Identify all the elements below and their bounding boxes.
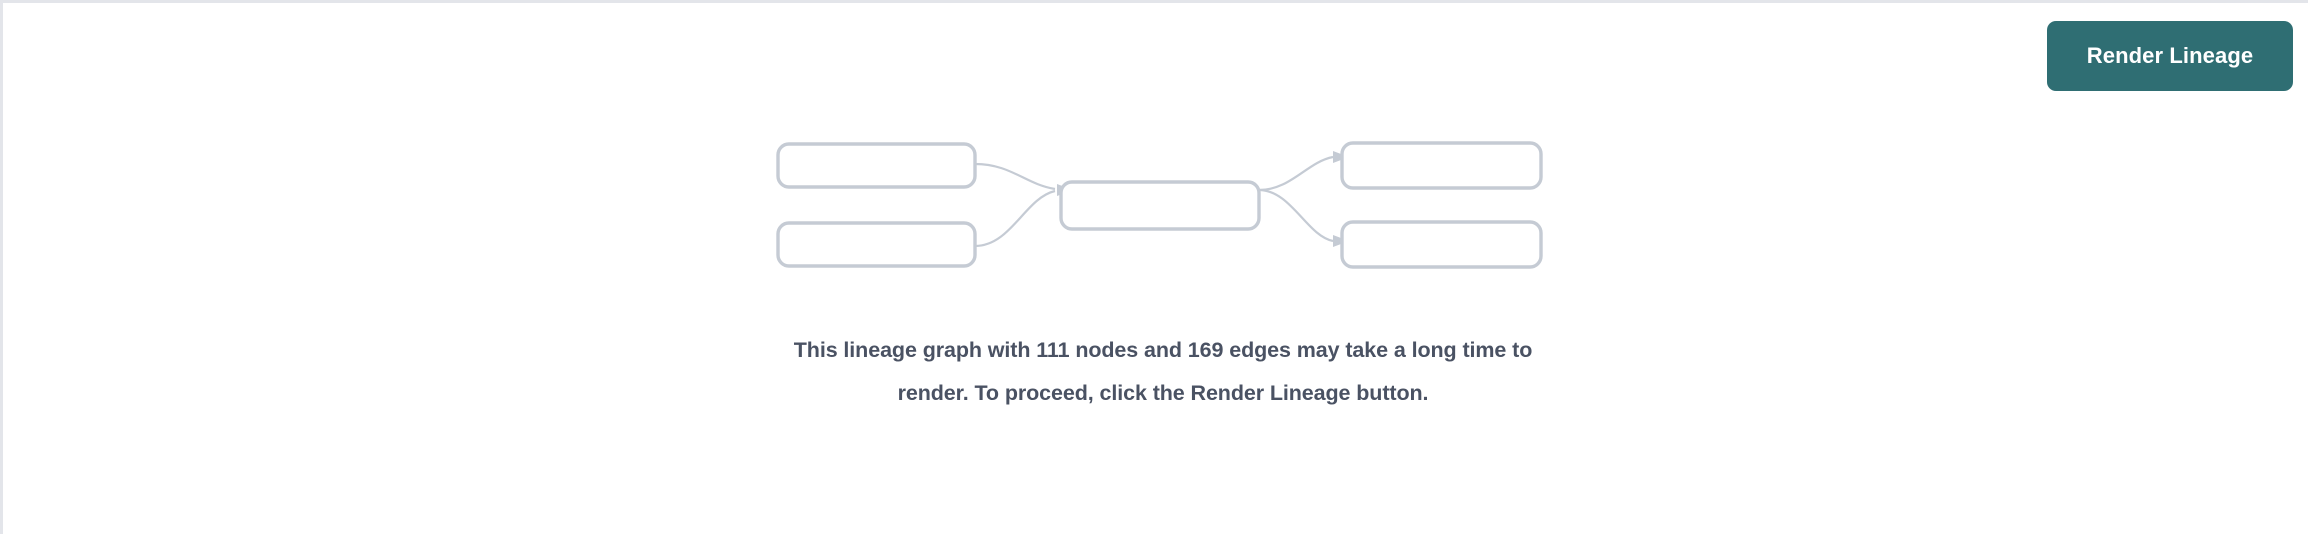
- render-lineage-button[interactable]: Render Lineage: [2047, 21, 2293, 91]
- lineage-node-downstream-2: [1340, 220, 1543, 269]
- lineage-node-upstream-2: [776, 221, 977, 268]
- lineage-edge-upstream-2-to-focus: [974, 189, 1056, 248]
- lineage-edge-upstream-1-to-focus: [974, 162, 1056, 191]
- lineage-edge-focus-to-downstream-2: [1258, 188, 1334, 243]
- lineage-node-focus: [1059, 180, 1261, 231]
- lineage-render-warning-message: This lineage graph with 111 nodes and 16…: [793, 338, 1533, 405]
- lineage-graph-placeholder: [763, 128, 1563, 283]
- lineage-node-upstream-1: [776, 142, 977, 189]
- lineage-node-downstream-1: [1340, 141, 1543, 190]
- lineage-edge-focus-to-downstream-1: [1258, 155, 1334, 192]
